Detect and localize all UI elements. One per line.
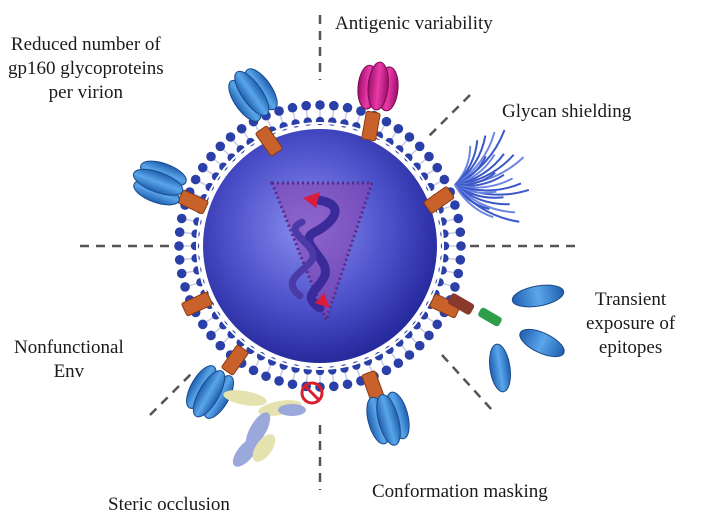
antibody-green — [477, 307, 503, 328]
label-line: Reduced number of — [8, 33, 164, 57]
env-trimer — [362, 390, 414, 451]
label-line: gp160 glycoproteins — [8, 57, 164, 81]
label-nonfunctional-env: Nonfunctional Env — [14, 336, 124, 384]
label-line: Nonfunctional — [14, 336, 124, 360]
variable-env-trimer — [356, 60, 400, 111]
label-line: per virion — [8, 81, 164, 105]
divider-top-right — [425, 95, 470, 140]
antibody-arm — [278, 404, 306, 416]
label-glycan-shielding: Glycan shielding — [502, 100, 631, 124]
label-line: Transient — [586, 288, 675, 312]
gp120-subunit — [487, 343, 513, 393]
label-line: exposure of — [586, 312, 675, 336]
label-steric-occlusion: Steric occlusion — [108, 493, 230, 517]
divider-bottom-right — [442, 355, 492, 410]
gp120-subunit — [511, 282, 566, 311]
label-conformation-masking: Conformation masking — [372, 480, 548, 504]
steric-occlusion-antibodies — [222, 387, 306, 471]
label-line: Env — [14, 360, 124, 384]
label-transient-exposure: Transient exposure of epitopes — [586, 288, 675, 360]
transient-exposure-group — [447, 282, 568, 394]
label-antigenic-variability: Antigenic variability — [335, 12, 493, 36]
gp120-subunit — [516, 324, 568, 362]
glycan-shield — [455, 130, 529, 222]
label-reduced-number: Reduced number of gp160 glycoproteins pe… — [8, 33, 164, 105]
label-line: epitopes — [586, 336, 675, 360]
